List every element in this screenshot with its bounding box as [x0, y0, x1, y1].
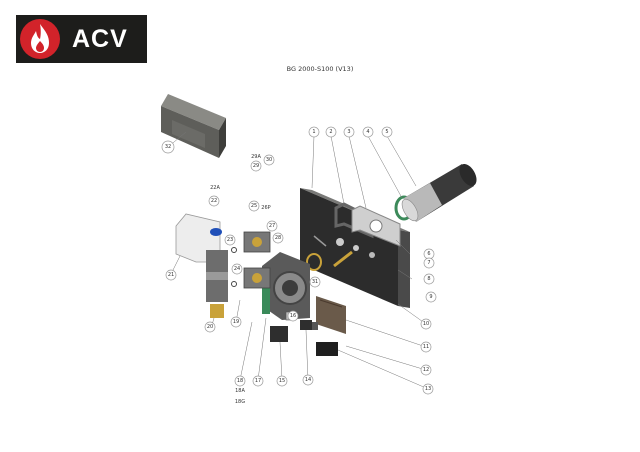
svg-text:6: 6: [427, 251, 430, 257]
svg-text:12: 12: [423, 367, 429, 373]
label-18g: 18G: [235, 399, 245, 405]
svg-text:19: 19: [233, 319, 239, 325]
callout-8: 8: [423, 273, 435, 285]
svg-text:24: 24: [234, 266, 240, 272]
svg-text:30: 30: [266, 157, 272, 163]
svg-text:21: 21: [168, 272, 174, 278]
burner-cover-part: [161, 94, 226, 158]
callout-13: 13: [422, 383, 434, 395]
svg-text:29: 29: [253, 163, 259, 169]
callout-15: 15: [276, 375, 288, 387]
control-box-part: [270, 326, 288, 342]
svg-text:7: 7: [427, 260, 430, 266]
callout-5: 5: [381, 126, 393, 138]
callout-31: 31: [309, 276, 321, 288]
svg-text:27: 27: [269, 223, 275, 229]
svg-text:5: 5: [385, 129, 388, 135]
callout-16: 16: [287, 310, 299, 322]
svg-text:4: 4: [366, 129, 369, 135]
callout-22: 22: [208, 195, 220, 207]
svg-text:11: 11: [423, 344, 429, 350]
svg-text:1: 1: [312, 129, 315, 135]
svg-text:13: 13: [425, 386, 431, 392]
svg-text:22: 22: [211, 198, 217, 204]
fan-housing-part: [262, 252, 310, 320]
blast-tube-part: [401, 164, 477, 222]
callout-6: 6: [423, 248, 435, 260]
callout-1: 1: [308, 126, 320, 138]
svg-text:20: 20: [207, 324, 213, 330]
mounting-plate-part: [300, 188, 410, 308]
callout-25: 25: [248, 200, 260, 212]
callout-4: 4: [362, 126, 374, 138]
callout-14: 14: [302, 374, 314, 386]
gas-valve-part: [231, 231, 271, 289]
callout-21: 21: [165, 269, 177, 281]
callout-32: 32: [161, 140, 175, 154]
label-26p: 26P: [261, 205, 270, 211]
svg-text:10: 10: [423, 321, 429, 327]
callout-7: 7: [423, 257, 435, 269]
callout-9: 9: [425, 291, 437, 303]
callout-12: 12: [420, 364, 432, 376]
svg-text:28: 28: [275, 235, 281, 241]
svg-text:32: 32: [165, 144, 171, 150]
callout-19: 19: [230, 316, 242, 328]
brand-name: ACV: [72, 24, 128, 53]
callout-29: 29: [250, 160, 262, 172]
callout-20: 20: [204, 321, 216, 333]
leader-lines: [167, 131, 427, 389]
svg-text:18: 18: [237, 378, 243, 384]
callout-27: 27: [266, 220, 278, 232]
connector-part: [300, 320, 318, 330]
callout-17: 17: [252, 375, 264, 387]
label-22a: 22A: [210, 185, 220, 191]
callout-10: 10: [420, 318, 432, 330]
svg-text:9: 9: [429, 294, 432, 300]
svg-text:23: 23: [227, 237, 233, 243]
svg-text:3: 3: [347, 129, 350, 135]
flame-logo-icon: [16, 15, 64, 63]
svg-text:17: 17: [255, 378, 261, 384]
label-29a: 29A: [251, 154, 261, 160]
callout-24: 24: [231, 263, 243, 275]
svg-text:2: 2: [329, 129, 332, 135]
diagram-title: BG 2000-S100 (V13): [286, 65, 354, 73]
electrode-part: [306, 235, 353, 271]
label-18a: 18A: [235, 388, 245, 394]
svg-text:25: 25: [251, 203, 257, 209]
acv-logo: ACV: [16, 15, 147, 63]
flange-part: [351, 205, 401, 247]
callout-28: 28: [272, 232, 284, 244]
inspection-cover-part: [316, 296, 346, 334]
svg-text:16: 16: [290, 313, 296, 319]
svg-text:8: 8: [427, 276, 430, 282]
svg-text:14: 14: [305, 377, 311, 383]
callout-18: 18: [234, 375, 246, 387]
callout-11: 11: [420, 341, 432, 353]
callout-23: 23: [224, 234, 236, 246]
svg-text:15: 15: [279, 378, 285, 384]
callout-2: 2: [325, 126, 337, 138]
ignition-module-part: [316, 342, 338, 356]
callout-30: 30: [263, 154, 275, 166]
multiblock-part: [175, 213, 228, 318]
svg-text:31: 31: [312, 279, 318, 285]
callout-3: 3: [343, 126, 355, 138]
